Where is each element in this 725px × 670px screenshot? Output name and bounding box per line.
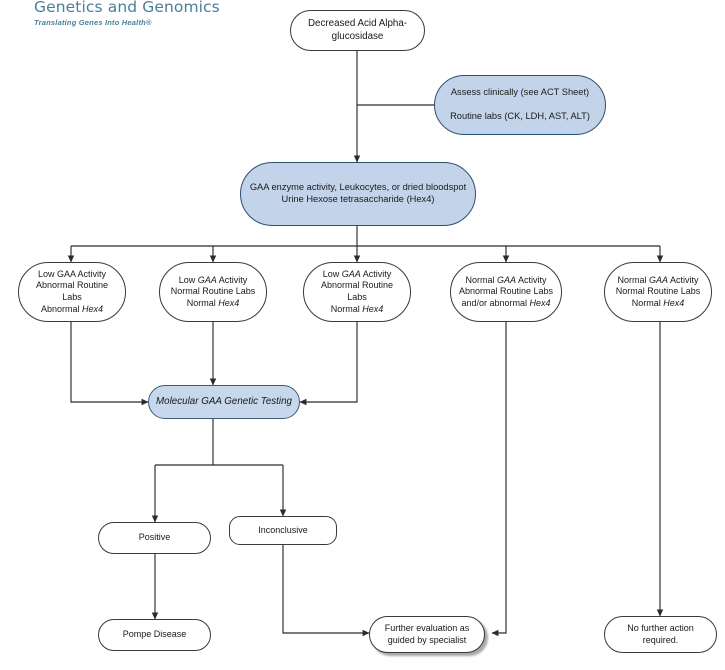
assess-clinically-node[interactable]: Assess clinically (see ACT Sheet) Routin…: [434, 75, 606, 135]
result-2-label: Low GAA Activity Normal Routine Labs Nor…: [170, 274, 256, 308]
pompe-disease-node[interactable]: Pompe Disease: [98, 619, 211, 651]
result-low-gaa-normal-labs-normal-hex4-node[interactable]: Low GAA Activity Normal Routine Labs Nor…: [159, 262, 267, 322]
inconclusive-node[interactable]: Inconclusive: [229, 516, 337, 545]
gaa-enzyme-activity-node[interactable]: GAA enzyme activity, Leukocytes, or drie…: [240, 162, 476, 226]
gaa-enzyme-activity-label: GAA enzyme activity, Leukocytes, or drie…: [249, 182, 467, 204]
result-3-label: Low GAA Activity Abnormal Routine Labs N…: [320, 268, 394, 314]
result-low-gaa-abnormal-labs-normal-hex4-node[interactable]: Low GAA Activity Abnormal Routine Labs N…: [303, 262, 411, 322]
decreased-acid-alpha-glucosidase-label: Decreased Acid Alpha- glucosidase: [307, 17, 408, 42]
no-further-action-label: No further action required.: [627, 622, 694, 645]
edge-inconclusive-to-further: [282, 545, 370, 637]
positive-node[interactable]: Positive: [98, 522, 211, 554]
decreased-acid-alpha-glucosidase-node[interactable]: Decreased Acid Alpha- glucosidase: [290, 10, 425, 51]
edge-r3-to-molecular: [299, 322, 358, 406]
molecular-gaa-genetic-testing-label: Molecular GAA Genetic Testing: [156, 395, 292, 407]
result-1-label: Low GAA Activity Abnormal Routine Labs A…: [35, 268, 109, 314]
edge-r1-to-molecular: [70, 322, 149, 406]
no-further-action-node[interactable]: No further action required.: [604, 616, 717, 653]
logo-title: Genetics and Genomics: [34, 0, 220, 16]
result-normal-gaa-normal-labs-normal-hex4-node[interactable]: Normal GAA Activity Normal Routine Labs …: [604, 262, 712, 322]
pompe-disease-label: Pompe Disease: [122, 629, 187, 640]
positive-label: Positive: [138, 532, 171, 543]
result-4-label: Normal GAA Activity Abnormal Routine Lab…: [458, 274, 554, 308]
logo-tagline: Translating Genes Into Health®: [34, 18, 152, 27]
result-low-gaa-abnormal-labs-abnormal-hex4-node[interactable]: Low GAA Activity Abnormal Routine Labs A…: [18, 262, 126, 322]
organization-logo: Genetics and Genomics Translating Genes …: [34, 0, 234, 27]
further-evaluation-node[interactable]: Further evaluation as guided by speciali…: [369, 616, 485, 653]
further-evaluation-label: Further evaluation as guided by speciali…: [384, 622, 470, 645]
assess-clinically-label: Assess clinically (see ACT Sheet) Routin…: [450, 87, 590, 121]
edge-r4-to-further: [491, 322, 507, 637]
result-5-label: Normal GAA Activity Normal Routine Labs …: [615, 274, 701, 308]
result-normal-gaa-abnormal-labs-node[interactable]: Normal GAA Activity Abnormal Routine Lab…: [450, 262, 562, 322]
inconclusive-label: Inconclusive: [258, 524, 308, 535]
molecular-gaa-genetic-testing-node[interactable]: Molecular GAA Genetic Testing: [148, 385, 300, 419]
